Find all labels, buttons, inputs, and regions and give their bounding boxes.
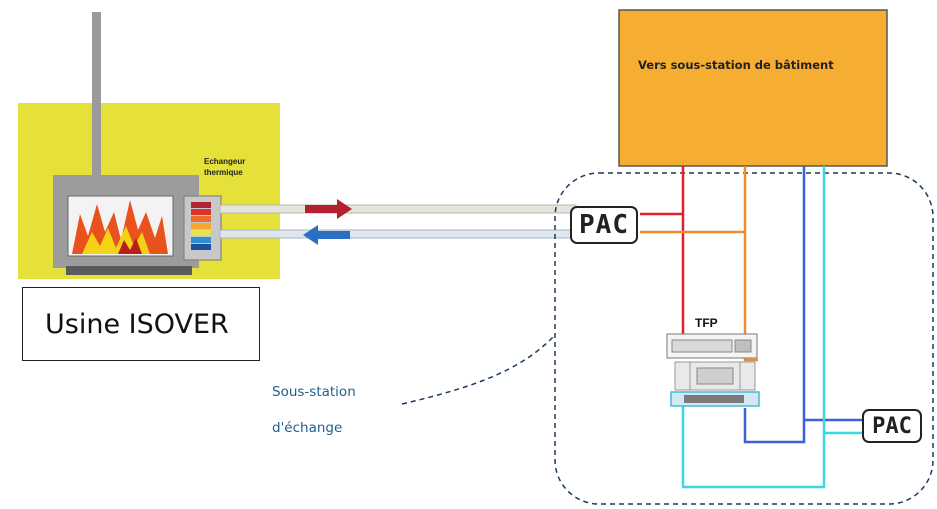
building-box: [618, 9, 888, 167]
chimney: [92, 12, 101, 176]
tfp-label: TFP: [695, 316, 718, 330]
transport-pipe-top: [219, 204, 577, 214]
vers-sous-station-label: Vers sous-station de bâtiment: [638, 58, 834, 72]
flow-blue-line: [743, 166, 864, 444]
arrow-in-icon: [303, 225, 350, 245]
usine-isover-label: Usine ISOVER: [22, 287, 260, 361]
arrow-out-icon: [305, 199, 352, 219]
flow-cyan-line: [681, 166, 864, 489]
echangeur-thermique-label: Echangeur thermique: [204, 157, 246, 177]
boundary-pointer: [401, 334, 556, 405]
pac-main-box: PAC: [570, 206, 638, 244]
transport-pipe-bottom: [219, 229, 577, 239]
flow-warm-line: [640, 166, 758, 362]
sous-station-echange-label: Sous-station d'échange: [272, 384, 356, 436]
furnace-base: [66, 266, 192, 275]
flames-icon: [72, 200, 168, 254]
pac-secondary-box: PAC: [862, 409, 922, 443]
heat-exchanger-stripes: [191, 202, 211, 250]
flow-hot-line: [640, 166, 685, 335]
tfp-device: [666, 333, 760, 407]
